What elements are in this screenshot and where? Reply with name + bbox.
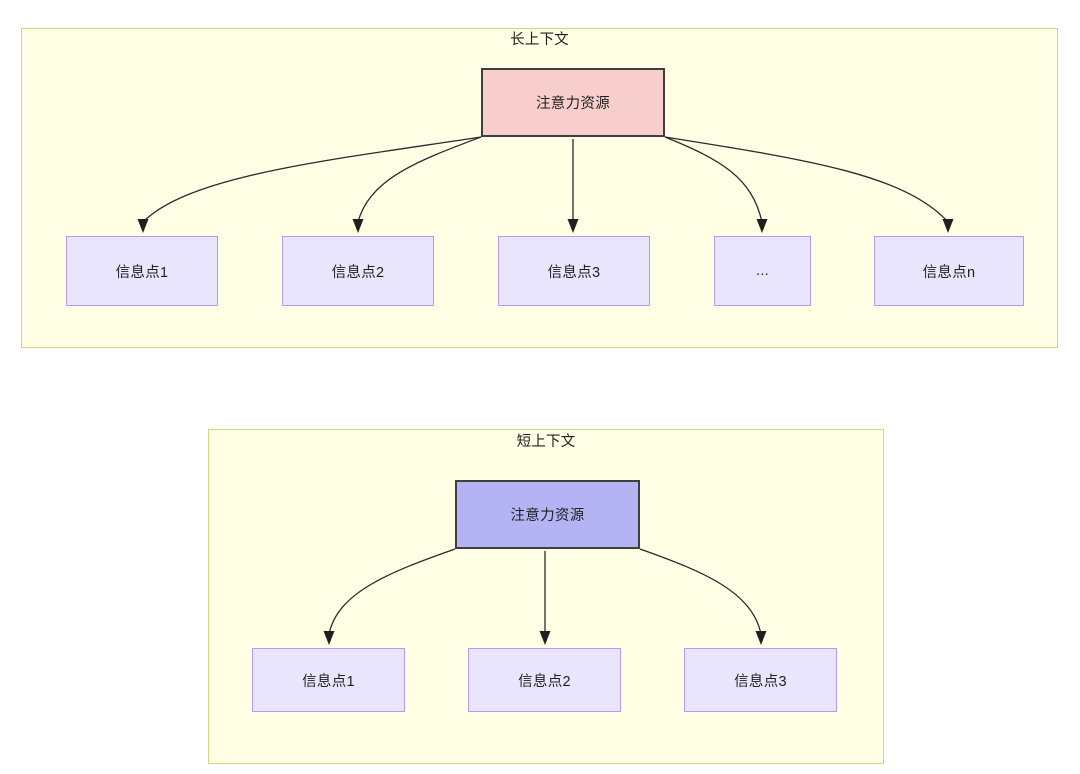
node-info-point-1-short[interactable]: 信息点1 xyxy=(252,648,405,712)
node-attention-resource-short[interactable]: 注意力资源 xyxy=(455,480,640,549)
node-info-point-2-short[interactable]: 信息点2 xyxy=(468,648,621,712)
group-long-context-title: 长上下文 xyxy=(510,32,569,48)
node-info-point-ellipsis-long[interactable]: ... xyxy=(714,236,811,306)
node-info-point-3-short[interactable]: 信息点3 xyxy=(684,648,837,712)
node-info-point-3-long[interactable]: 信息点3 xyxy=(498,236,650,306)
node-info-point-n-long[interactable]: 信息点n xyxy=(874,236,1024,306)
node-attention-resource-long[interactable]: 注意力资源 xyxy=(481,68,665,137)
group-short-context-title: 短上下文 xyxy=(516,434,576,450)
node-info-point-1-long[interactable]: 信息点1 xyxy=(66,236,218,306)
node-info-point-2-long[interactable]: 信息点2 xyxy=(282,236,434,306)
